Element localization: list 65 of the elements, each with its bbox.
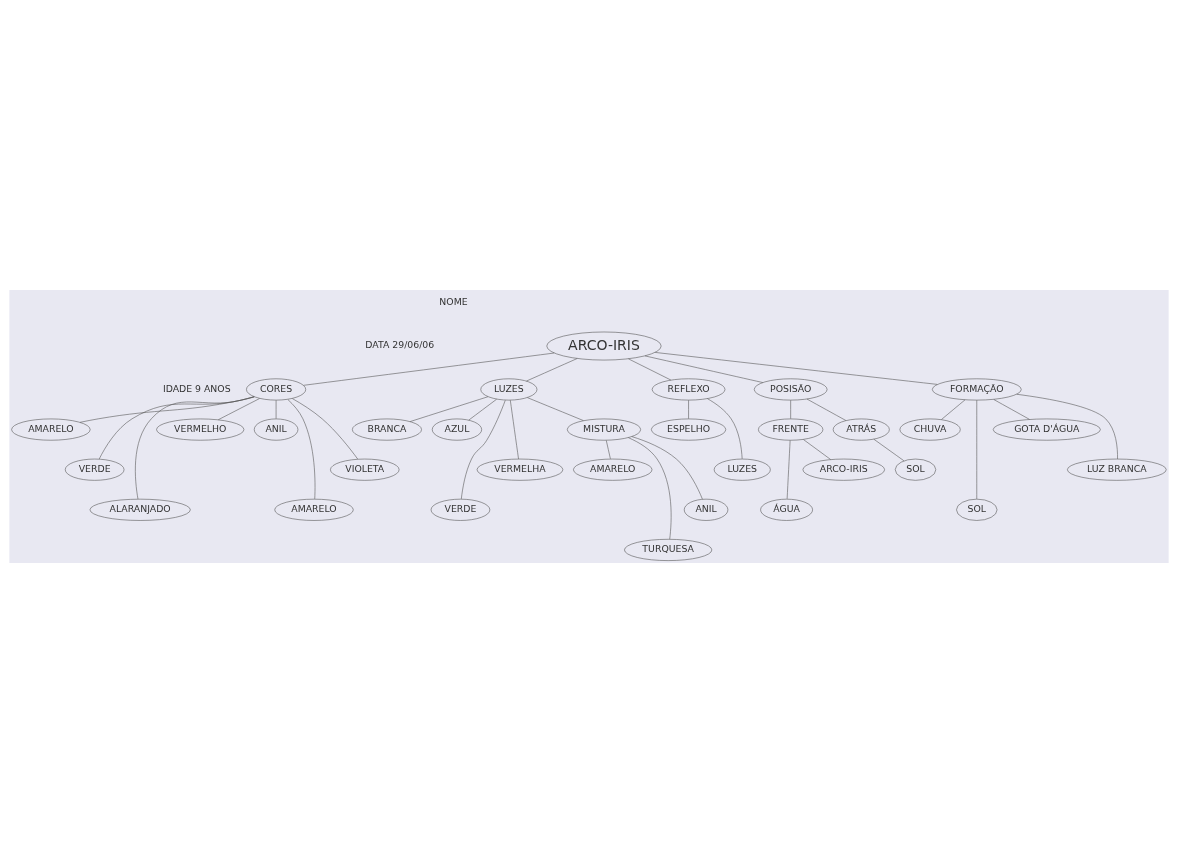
connector xyxy=(628,358,672,380)
node-ellipse: BRANCA xyxy=(352,418,422,441)
connector xyxy=(1016,393,1118,459)
connector xyxy=(510,399,519,459)
node-ellipse: SOL xyxy=(894,458,937,481)
connector xyxy=(941,399,966,420)
node-ellipse: SOL xyxy=(956,498,998,521)
node-ellipse: ATRÁS xyxy=(832,418,890,441)
connector xyxy=(606,439,611,459)
node-ellipse: AMARELO xyxy=(274,498,354,521)
connector xyxy=(303,352,555,386)
node-ellipse: FRENTE xyxy=(758,418,824,441)
connector xyxy=(461,399,506,499)
node-ellipse: FORMAÇÃO xyxy=(932,378,1022,400)
node-ellipse: AMARELO xyxy=(573,458,653,481)
connector xyxy=(873,438,905,461)
node-ellipse: ARCO-IRIS xyxy=(546,331,662,360)
connector xyxy=(135,395,255,499)
label: NOME xyxy=(439,295,468,307)
connector xyxy=(468,398,497,420)
label: IDADE 9 ANOS xyxy=(162,382,231,394)
connector xyxy=(976,399,978,499)
connector xyxy=(409,395,489,422)
connector xyxy=(527,396,584,421)
node-ellipse: GOTA D'ÁGUA xyxy=(992,418,1101,441)
node-ellipse: VIOLETA xyxy=(330,458,400,481)
node-ellipse: VERDE xyxy=(430,498,491,521)
connector xyxy=(217,397,260,420)
node-ellipse: VERDE xyxy=(64,458,125,481)
node-ellipse: CHUVA xyxy=(899,418,961,441)
connector xyxy=(631,435,703,500)
connector xyxy=(707,397,743,459)
node-ellipse: ÁGUA xyxy=(760,498,813,521)
node-ellipse: TURQUESA xyxy=(624,538,713,561)
connector xyxy=(806,398,847,421)
connector xyxy=(786,439,791,499)
connector xyxy=(287,398,316,499)
connector xyxy=(644,355,764,383)
node-ellipse: AZUL xyxy=(431,418,482,441)
node-ellipse: ESPELHO xyxy=(651,418,727,441)
node-ellipse: LUZ BRANCA xyxy=(1067,458,1167,481)
connector xyxy=(790,399,791,419)
connector xyxy=(526,357,578,381)
node-ellipse: ALARANJADO xyxy=(89,498,191,521)
connector xyxy=(292,397,358,459)
node-ellipse: ANIL xyxy=(683,498,729,521)
connector xyxy=(688,399,689,419)
node-ellipse: VERMELHA xyxy=(476,458,564,481)
node-ellipse: ANIL xyxy=(253,418,299,441)
connector xyxy=(628,436,672,539)
node-ellipse: MISTURA xyxy=(567,418,641,441)
node-ellipse: LUZES xyxy=(480,378,538,400)
connector xyxy=(654,351,938,385)
label: DATA 29/06/06 xyxy=(365,338,435,350)
node-ellipse: POSISÃO xyxy=(753,378,828,400)
node-ellipse: VERMELHO xyxy=(156,418,245,441)
node-ellipse: AMARELO xyxy=(11,418,91,441)
node-ellipse: LUZES xyxy=(713,458,771,481)
connector xyxy=(275,399,277,419)
connector xyxy=(993,398,1030,420)
node-ellipse: REFLEXO xyxy=(651,378,726,400)
connector xyxy=(803,438,831,460)
node-ellipse: CORES xyxy=(246,378,307,400)
connector xyxy=(79,396,255,423)
node-ellipse: ARCO-IRIS xyxy=(802,458,885,481)
